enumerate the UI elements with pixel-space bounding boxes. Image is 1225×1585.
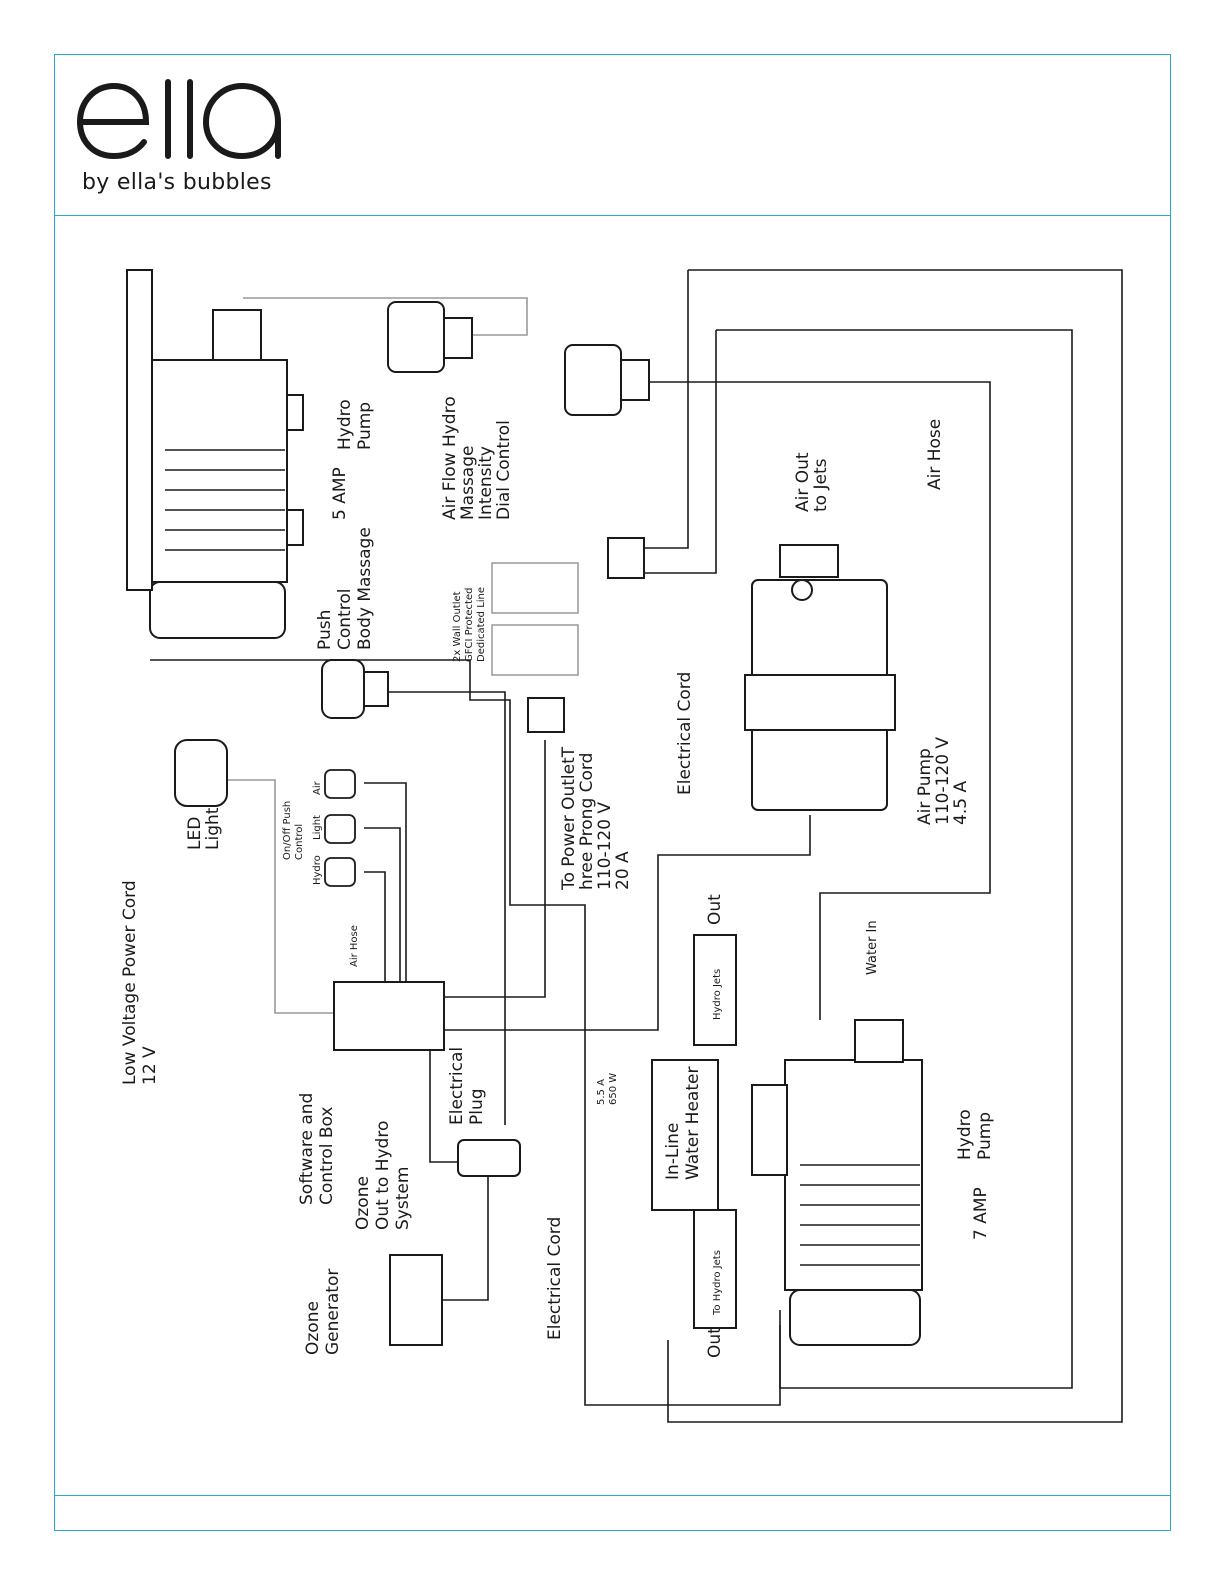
hydro-jets-top-tube — [693, 934, 737, 1046]
label-btn-hydro: Hydro — [312, 855, 323, 885]
label-wall-outlet: 2x Wall Outlet GFCI Protected Dedicated … — [452, 584, 487, 662]
dial-control-1 — [387, 301, 473, 373]
label-hydro-pump-top-amp: 5 AMP — [330, 467, 350, 520]
label-btn-light: Light — [312, 815, 323, 840]
label-hydro-pump-bottom: Hydro Pump — [955, 1104, 995, 1160]
label-water-heater: In-Line Water Heater — [663, 1067, 703, 1180]
top-thin-line — [243, 297, 528, 336]
footer-divider — [54, 1495, 1171, 1496]
ella-logo — [74, 70, 304, 200]
label-out-bottom: Out — [705, 1327, 725, 1358]
label-control-box: Software and Control Box — [297, 1087, 337, 1205]
dial-control-2 — [564, 344, 650, 416]
label-to-hydro-jets: To Hydro Jets — [712, 1250, 723, 1316]
water-heater — [651, 1059, 719, 1211]
push-control — [321, 659, 389, 719]
solenoid-valve — [607, 537, 645, 579]
label-water-in: Water In — [865, 920, 880, 975]
label-low-voltage: Low Voltage Power Cord 12 V — [120, 875, 160, 1085]
label-electrical-plug: Electrical Plug — [447, 1041, 487, 1125]
header-divider — [54, 215, 1171, 216]
hydro-pump-top — [126, 269, 304, 639]
label-power-outlet: To Power OutletT hree Prong Cord 110-120… — [559, 741, 633, 891]
label-hydro-pump-top: Hydro Pump — [335, 394, 375, 450]
label-electrical-cord-bottom: Electrical Cord — [545, 1217, 565, 1340]
label-air-flow-dial: Air Flow Hydro Massage Intensity Dial Co… — [440, 391, 514, 520]
label-air-out-jets: Air Out to Jets — [793, 447, 831, 512]
led-light — [174, 739, 228, 807]
electrical-plug-body — [457, 1139, 521, 1177]
label-air-hose-small: Air Hose — [349, 925, 360, 967]
label-air-hose-right: Air Hose — [925, 419, 945, 490]
ozone-generator — [389, 1254, 443, 1346]
hydro-pump-bottom — [751, 1019, 923, 1346]
label-onoff-push-control: On/Off Push Control — [282, 798, 305, 860]
label-heater-spec: 5.5 A 650 W — [596, 1073, 619, 1105]
label-hydro-pump-bottom-amp: 7 AMP — [971, 1187, 991, 1240]
label-air-pump: Air Pump 110-120 V 4.5 A — [915, 732, 971, 825]
label-hydro-jets: Hydro Jets — [712, 969, 723, 1020]
hydro-jets-bottom-tube — [693, 1209, 737, 1329]
power-plug — [527, 697, 565, 733]
label-out-top: Out — [705, 894, 725, 925]
label-push-control: Push Control Body Massage — [315, 527, 375, 650]
label-btn-air: Air — [312, 780, 323, 795]
wall-outlet — [491, 562, 579, 676]
brand-tagline: by ella's bubbles — [82, 170, 272, 195]
dial-hose — [648, 381, 991, 1020]
page-frame — [54, 54, 1171, 1531]
label-led-light: LED Light — [185, 807, 223, 850]
control-box — [333, 981, 445, 1051]
air-pump — [744, 544, 896, 811]
label-electrical-cord-mid: Electrical Cord — [675, 672, 695, 795]
label-ozone-out: Ozone Out to Hydro System — [353, 1115, 413, 1230]
air-hose-loop — [667, 269, 1123, 1423]
label-ozone-generator: Ozone Generator — [303, 1269, 343, 1355]
onoff-push-buttons — [324, 769, 356, 887]
